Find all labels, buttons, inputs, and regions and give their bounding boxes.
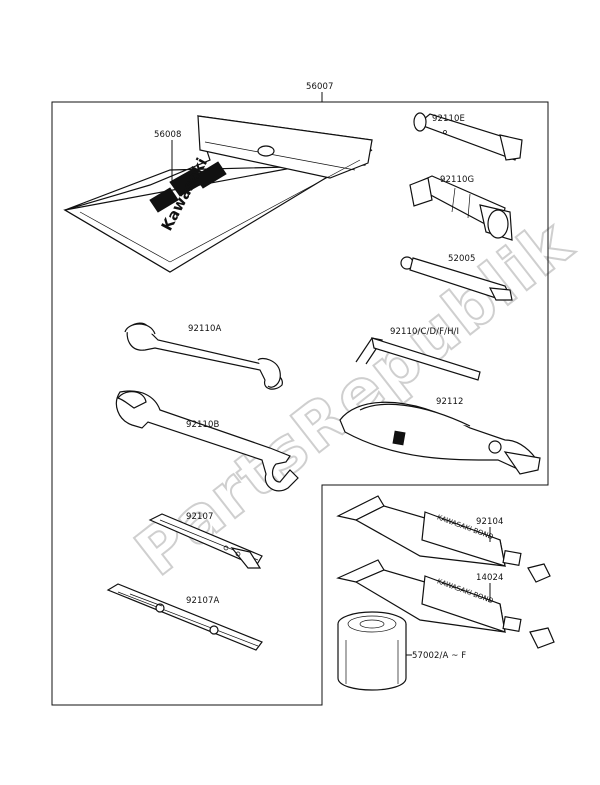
hex-wrenches <box>355 337 481 381</box>
label-56007: 56007 <box>306 82 334 92</box>
label-92112: 92112 <box>436 397 464 407</box>
oil-filter-57002 <box>337 611 407 691</box>
kit-boundary <box>51 92 549 706</box>
label-92110g: 92110G <box>440 175 474 185</box>
label-92107a: 92107A <box>186 596 220 606</box>
box-wrench-92110e <box>413 112 523 161</box>
label-92110-cdfhi: 92110/C/D/F/H/I <box>390 327 459 337</box>
handle-52005 <box>400 256 513 301</box>
screwdriver-92107 <box>148 513 263 569</box>
label-92110a: 92110A <box>188 324 222 334</box>
label-92107: 92107 <box>186 512 214 522</box>
label-14024: 14024 <box>476 573 504 583</box>
screwdriver-handle-92107a <box>106 583 263 651</box>
label-56008: 56008 <box>154 130 182 140</box>
pliers-92112 <box>339 401 541 475</box>
label-52005: 52005 <box>448 254 476 264</box>
box-wrench-92110g <box>409 175 513 241</box>
label-92104: 92104 <box>476 517 504 527</box>
tool-case: Kawasaki <box>63 115 373 273</box>
spanner-92110a <box>124 322 283 390</box>
label-92110e: 92110E <box>432 114 465 124</box>
label-92110b: 92110B <box>186 420 220 430</box>
label-57002: 57002/A ~ F <box>412 651 466 661</box>
kawasaki-logo-mark <box>149 187 179 213</box>
spanner-92110b <box>115 390 299 492</box>
